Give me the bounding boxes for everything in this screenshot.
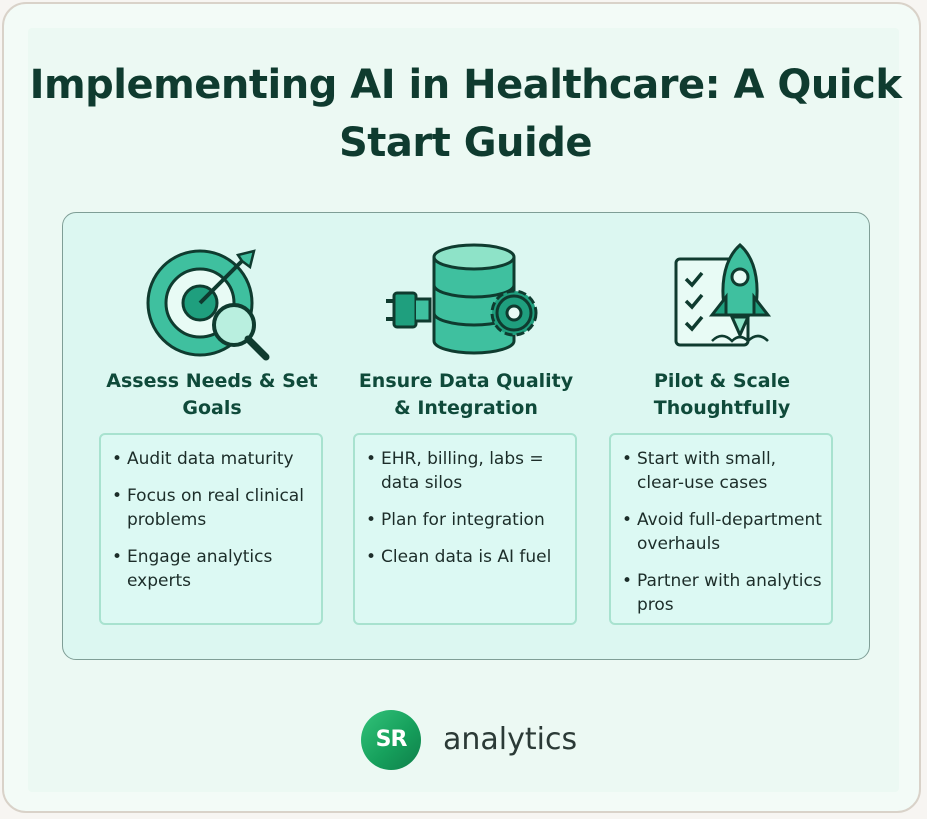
- page-title: Implementing AI in Healthcare: A Quick S…: [29, 62, 902, 166]
- list-item: Audit data maturity: [112, 447, 313, 471]
- steps-panel: Assess Needs & Set Goals Audit data matu…: [62, 212, 870, 660]
- list-item: Clean data is AI fuel: [366, 545, 567, 569]
- database-plug-gear-icon: [353, 241, 579, 361]
- logo-wordmark: analytics: [443, 722, 578, 757]
- list-item: Start with small, clear-use cases: [622, 447, 823, 495]
- step-assess-title: Assess Needs & Set Goals: [106, 370, 318, 419]
- step-data-quality-title: Ensure Data Quality & Integration: [358, 370, 574, 419]
- checklist-rocket-icon: [609, 241, 835, 361]
- list-item: Plan for integration: [366, 508, 567, 532]
- logo-mark: SR: [361, 710, 421, 770]
- list-item: Focus on real clinical problems: [112, 484, 313, 532]
- step-assess-list: Audit data maturity Focus on real clinic…: [99, 433, 323, 625]
- step-data-quality-list: EHR, billing, labs = data silos Plan for…: [353, 433, 577, 625]
- list-item: Avoid full-department overhauls: [622, 508, 823, 556]
- list-item: Engage analytics experts: [112, 545, 313, 593]
- target-magnifier-icon: [99, 241, 325, 361]
- step-pilot-list: Start with small, clear-use cases Avoid …: [609, 433, 833, 625]
- list-item: Partner with analytics pros: [622, 569, 823, 617]
- list-item: EHR, billing, labs = data silos: [366, 447, 567, 495]
- step-pilot-title: Pilot & Scale Thoughtfully: [653, 370, 791, 419]
